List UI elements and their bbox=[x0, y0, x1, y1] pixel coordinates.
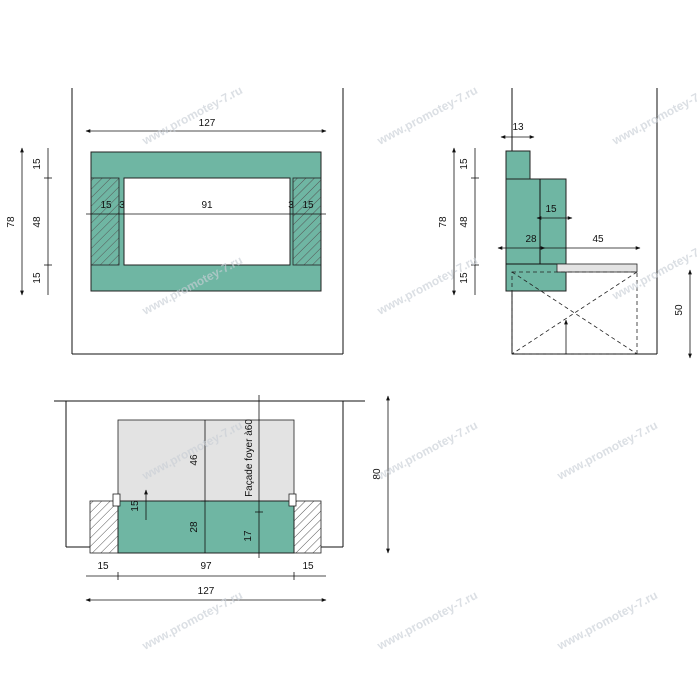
watermark-text: www.promotey-7.ru bbox=[374, 418, 480, 483]
side-box bbox=[511, 271, 638, 355]
bottom-small-left-label: 15 bbox=[130, 500, 141, 512]
side-shelf bbox=[556, 263, 638, 273]
side-inner-label: 15 bbox=[545, 204, 557, 215]
front-hatch-left bbox=[90, 177, 120, 266]
bottom-hatch-right bbox=[293, 500, 322, 554]
bottom-small-right-label: 17 bbox=[243, 530, 254, 542]
side-top-width-label: 13 bbox=[512, 122, 524, 133]
watermark-text: www.promotey-7.ru bbox=[374, 588, 480, 653]
front-hatch-right bbox=[292, 177, 322, 266]
watermark-text: www.promotey-7.ru bbox=[554, 418, 660, 483]
side-shelf-label: 45 bbox=[592, 234, 604, 245]
watermark-text: www.promotey-7.ru bbox=[139, 83, 245, 148]
front-gap-right-label: 3 bbox=[288, 200, 294, 211]
side-height-top-label: 15 bbox=[459, 158, 470, 170]
bottom-left-label: 15 bbox=[97, 561, 109, 572]
side-height-total-label: 78 bbox=[438, 216, 449, 228]
front-view: 127 15 3 91 3 15 78 15 48 15 bbox=[6, 88, 344, 355]
bottom-height-total-label: 80 bbox=[372, 468, 383, 480]
front-side-right-label: 15 bbox=[302, 200, 314, 211]
front-width-label: 127 bbox=[199, 118, 216, 129]
front-height-total-label: 78 bbox=[6, 216, 17, 228]
side-view: 13 78 15 48 15 15 28 45 50 bbox=[438, 88, 692, 359]
bottom-green-base bbox=[117, 500, 295, 554]
bottom-hatch-left bbox=[89, 500, 119, 554]
bottom-view: 46 28 15 Façade foyer à60 17 80 15 97 15… bbox=[54, 395, 390, 602]
bottom-lower-label: 28 bbox=[189, 521, 200, 533]
side-height-mid-label: 48 bbox=[459, 216, 470, 228]
front-gap-left-label: 3 bbox=[119, 200, 125, 211]
front-inner-width-label: 91 bbox=[201, 200, 213, 211]
watermark-text: www.promotey-7.ru bbox=[554, 588, 660, 653]
watermark-text: www.promotey-7.ru bbox=[374, 83, 480, 148]
bottom-width-label: 127 bbox=[198, 586, 215, 597]
watermark-text: www.promotey-7.ru bbox=[139, 588, 245, 653]
bottom-facade-label: Façade foyer à60 bbox=[244, 419, 255, 497]
bottom-center-label: 97 bbox=[200, 561, 212, 572]
side-depth-label: 28 bbox=[525, 234, 537, 245]
side-box-height-label: 50 bbox=[674, 304, 685, 316]
watermark-text: www.promotey-7.ru bbox=[374, 253, 480, 318]
bottom-upper-label: 46 bbox=[189, 454, 200, 466]
bottom-right-label: 15 bbox=[302, 561, 314, 572]
bottom-gray-panel bbox=[117, 419, 295, 502]
watermark-text: www.promotey-7.ru bbox=[609, 83, 700, 148]
side-body-top bbox=[505, 150, 531, 180]
front-height-top-label: 15 bbox=[32, 158, 43, 170]
front-side-left-label: 15 bbox=[100, 200, 112, 211]
front-height-mid-label: 48 bbox=[32, 216, 43, 228]
front-frame-opening bbox=[123, 177, 291, 266]
front-height-bottom-label: 15 bbox=[32, 272, 43, 284]
side-height-bottom-label: 15 bbox=[459, 272, 470, 284]
